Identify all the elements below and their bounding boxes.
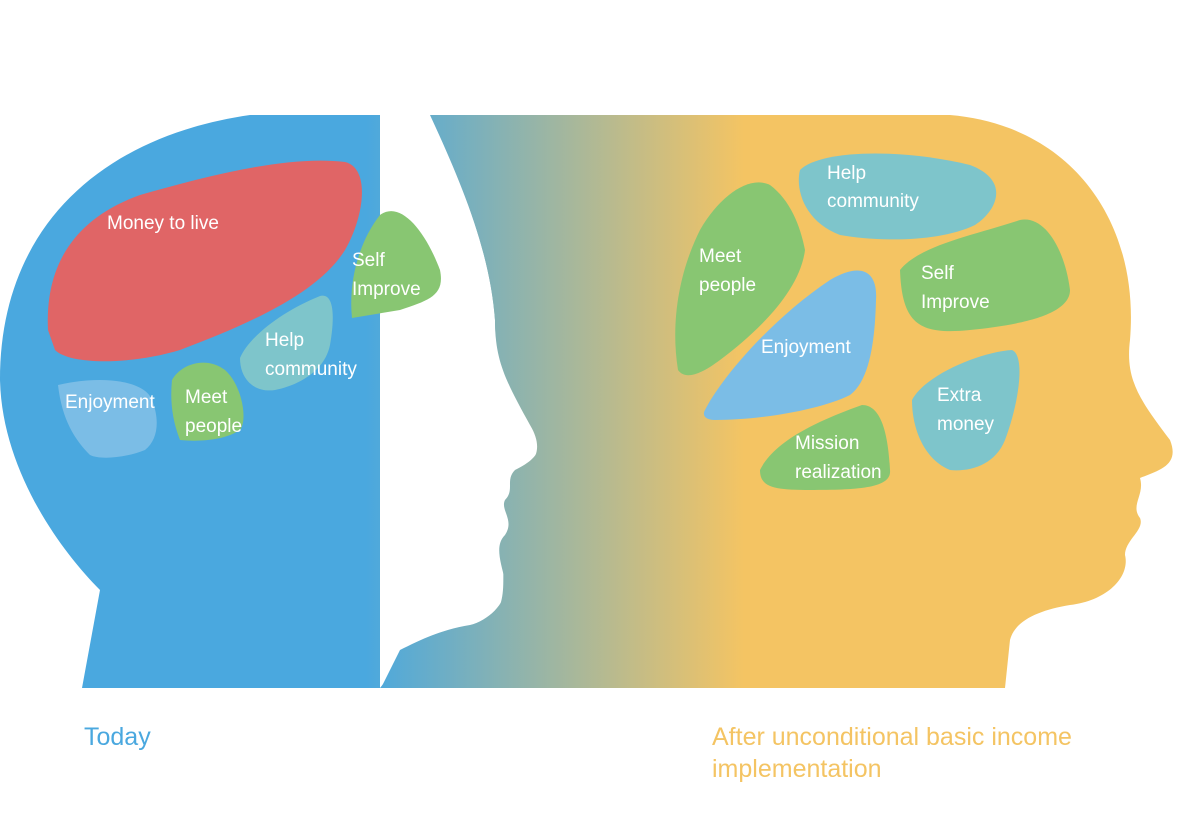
after-help-community-label: Help community <box>827 163 919 212</box>
after-head-back <box>380 115 760 688</box>
after-extra-money-label: Extra money <box>937 385 995 435</box>
today-self-improve-region <box>351 211 441 318</box>
today-help-community-region <box>240 295 333 391</box>
after-mission-realization-label: Mission realization <box>795 433 882 483</box>
today-self-improve-label: Self Improve <box>352 250 421 300</box>
after-mission-realization-region <box>760 405 891 490</box>
after-enjoyment-region <box>703 270 877 420</box>
after-self-improve-label: Self Improve <box>921 263 990 313</box>
today-caption: Today <box>84 723 151 751</box>
today-meet-people-label: Meet people <box>185 387 242 437</box>
after-help-community-region <box>798 153 997 240</box>
after-caption: After unconditional basic income impleme… <box>712 723 1072 783</box>
today-meet-people-region <box>171 362 244 441</box>
today-help-community-label: Help community <box>265 330 357 380</box>
after-meet-people-region <box>675 182 805 376</box>
today-money-to-live-region <box>47 160 362 362</box>
after-self-improve-region <box>900 219 1070 332</box>
after-enjoyment-label: Enjoyment <box>761 337 851 358</box>
today-money-to-live-label: Money to live <box>107 213 219 234</box>
today-enjoyment-label: Enjoyment <box>65 392 155 413</box>
after-meet-people-label: Meet people <box>699 246 756 296</box>
after-extra-money-region <box>912 350 1020 471</box>
today-enjoyment-region <box>58 380 157 458</box>
